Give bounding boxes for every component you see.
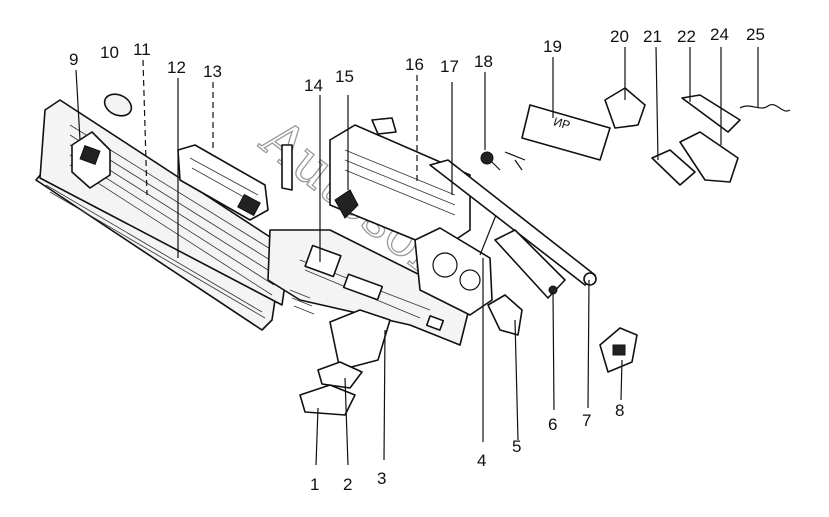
callout-22: 22 [677, 27, 696, 46]
callout-labels: 9 10 11 12 13 14 15 16 17 18 19 20 21 22… [69, 25, 765, 494]
callout-24: 24 [710, 25, 729, 44]
callout-4: 4 [477, 451, 486, 470]
part-connector-21 [651, 149, 696, 186]
part-gauge-cluster [414, 227, 493, 316]
callout-21: 21 [643, 27, 662, 46]
part-knob [103, 93, 133, 117]
callout-10: 10 [100, 43, 119, 62]
callout-20: 20 [610, 27, 629, 46]
callout-6: 6 [548, 415, 557, 434]
callout-2: 2 [343, 475, 352, 494]
dashboard-parts: ИР [35, 87, 791, 416]
callout-18: 18 [474, 52, 493, 71]
callout-7: 7 [582, 411, 591, 430]
callout-3: 3 [377, 469, 386, 488]
callout-5: 5 [512, 437, 521, 456]
part-gauge-frame [329, 124, 471, 251]
callout-12: 12 [167, 58, 186, 77]
callout-9: 9 [69, 50, 78, 69]
callout-8: 8 [615, 401, 624, 420]
callout-16: 16 [405, 55, 424, 74]
leader-lines [75, 46, 759, 466]
part-mount-bracket [487, 294, 523, 336]
callout-1: 1 [310, 475, 319, 494]
part-socket-block [604, 87, 646, 129]
callout-19: 19 [543, 37, 562, 56]
part-side-lamp [494, 229, 566, 299]
part-tray [317, 361, 363, 389]
callout-11: 11 [133, 40, 151, 59]
callout-25: 25 [746, 25, 765, 44]
part-chain-25 [739, 104, 791, 112]
part-tray-cover [299, 384, 356, 416]
callout-15: 15 [335, 67, 354, 86]
part-ashtray-lid [329, 309, 391, 371]
callout-13: 13 [203, 62, 222, 81]
part-strip-22 [681, 94, 741, 133]
callout-14: 14 [304, 76, 323, 95]
part-flat-plate [521, 104, 611, 161]
part-relay-24 [679, 131, 739, 183]
part-bracket-15 [334, 189, 359, 219]
part-plate-inscription: ИР [552, 114, 572, 132]
callout-17: 17 [440, 57, 459, 76]
